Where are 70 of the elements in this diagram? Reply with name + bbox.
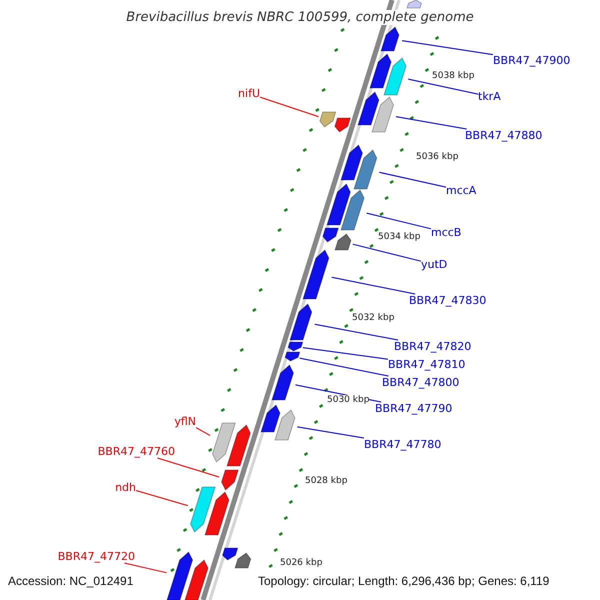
gene-feature: [219, 470, 238, 490]
position-label: 5026 kbp: [280, 558, 322, 569]
gene-feature: [321, 228, 339, 242]
gene-feature: [221, 548, 238, 560]
gene-label: BBR47_47790: [375, 402, 452, 415]
gene-feature: [384, 58, 408, 95]
leader-line: [296, 426, 364, 438]
info-text: Accession: NC_012491: [8, 574, 134, 589]
gene-label: yflN: [174, 415, 196, 428]
leader-line: [136, 490, 188, 506]
gene-feature: [332, 118, 350, 132]
position-label: 5030 kbp: [327, 395, 370, 406]
gene-feature: [204, 492, 232, 535]
leader-line: [260, 96, 319, 118]
leader-line: [402, 40, 494, 56]
leader-line: [314, 324, 399, 340]
gene-label: mccB: [431, 226, 462, 239]
gene-label: BBR47_47830: [409, 294, 486, 307]
gene-feature: [188, 487, 216, 532]
gene-feature: [166, 552, 195, 600]
leader-line: [366, 212, 432, 230]
gene-label: BBR47_47800: [382, 376, 460, 389]
gene-feature: [406, 0, 422, 8]
leader-line: [302, 347, 388, 360]
gene-feature: [341, 190, 367, 230]
gene-label: BBR47_47760: [98, 445, 175, 458]
gene-label: ndh: [115, 481, 136, 494]
gene-feature: [370, 54, 394, 88]
gene-label: BBR47_47720: [58, 550, 135, 563]
leader-line: [378, 172, 446, 188]
gene-label: BBR47_47880: [465, 129, 542, 142]
gene-feature: [184, 560, 210, 600]
gene-feature: [261, 405, 283, 432]
leader-line: [408, 78, 478, 95]
gene-feature: [210, 423, 236, 462]
gene-feature: [272, 365, 296, 400]
gene-label: mccA: [446, 184, 476, 197]
gene-feature: [303, 250, 332, 299]
gene-feature: [326, 184, 353, 225]
gene-label: BBR47_47900: [493, 54, 570, 67]
gene-feature: [234, 553, 252, 568]
gene-label: yutD: [421, 258, 448, 271]
gene-label: BBR47_47780: [364, 438, 442, 451]
gene-feature: [226, 425, 253, 466]
leader-line: [352, 244, 422, 262]
gene-feature: [381, 27, 402, 51]
position-label: 5038 kbp: [432, 71, 474, 82]
position-label: 5032 kbp: [352, 313, 394, 324]
gene-feature: [372, 97, 396, 132]
leader-line: [331, 276, 416, 294]
gene-label: tkrA: [478, 90, 501, 103]
gene-label: BBR47_47810: [388, 358, 466, 371]
gene-label: BBR47_47820: [394, 340, 472, 353]
gene-feature: [358, 92, 382, 125]
gene-label: nifU: [238, 87, 260, 100]
leader-line: [395, 116, 468, 130]
leader-line: [196, 427, 210, 436]
leader-line: [124, 562, 167, 574]
gene-feature: [318, 112, 336, 127]
position-label: 5036 kbp: [416, 152, 458, 163]
gene-feature: [340, 145, 365, 180]
position-label: 5028 kbp: [305, 476, 348, 487]
position-label: 5034 kbp: [378, 232, 420, 243]
gene-feature: [284, 352, 300, 361]
gene-feature: [334, 234, 353, 250]
leader-line: [157, 458, 220, 478]
info-text: Topology: circular; Length: 6,296,436 bp; Genes: 6,119: [258, 574, 550, 589]
leader-line: [299, 358, 389, 376]
gene-feature: [354, 150, 380, 189]
gene-feature: [274, 410, 298, 440]
